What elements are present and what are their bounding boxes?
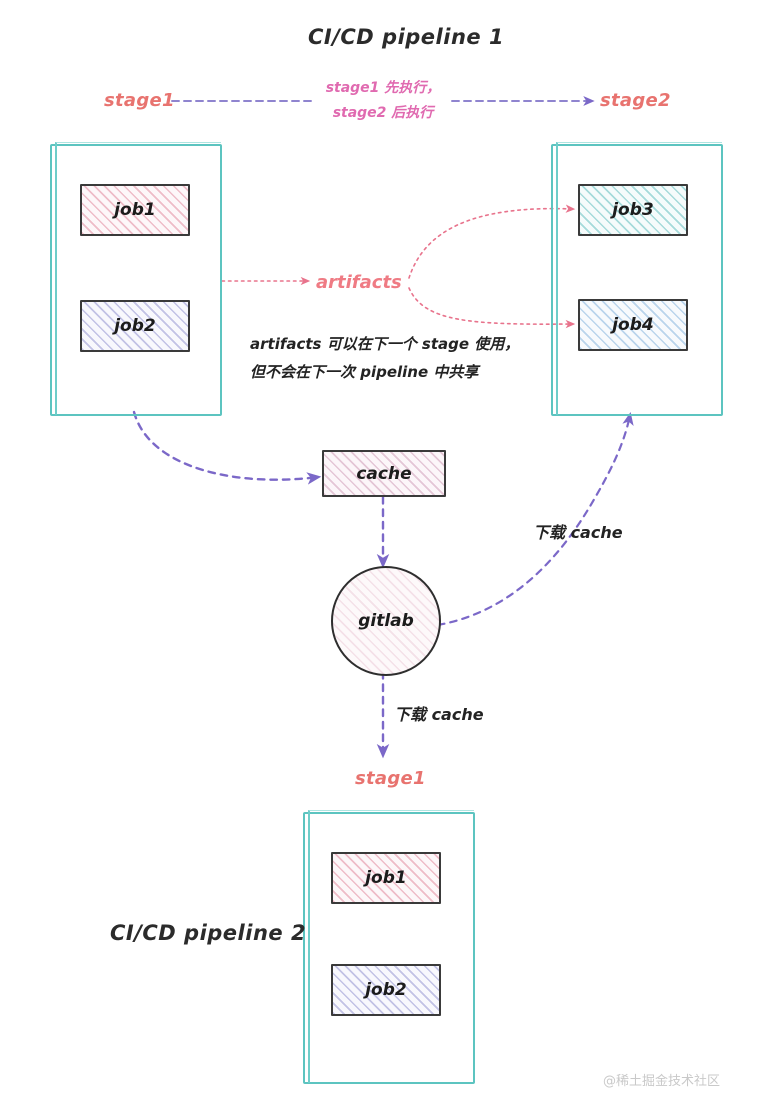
stage1-label-bottom: stage1 — [355, 768, 426, 789]
job-label: job1 — [114, 200, 156, 220]
cache-label: cache — [356, 463, 412, 484]
download-cache-label-pipeline2: 下载 cache — [394, 705, 484, 724]
download-cache-label-stage2: 下载 cache — [533, 523, 623, 542]
job-label: job2 — [365, 980, 407, 1000]
stage-order-note-line2: stage2 后执行 — [332, 104, 434, 121]
stage-order-note: stage1 先执行， stage2 后执行 — [318, 76, 448, 125]
pipeline2-stage1-job-1[interactable]: job2 — [331, 964, 441, 1016]
stage1-label-top: stage1 — [104, 90, 175, 111]
page-title-pipeline-1: CI/CD pipeline 1 — [308, 25, 505, 49]
pipeline1-stage2-job-0[interactable]: job3 — [578, 184, 688, 236]
job-label: job1 — [365, 868, 407, 888]
stage-order-note-line1: stage1 先执行， — [325, 80, 441, 96]
pipeline2-stage1-job-0[interactable]: job1 — [331, 852, 441, 904]
pipeline1-stage1-job-0[interactable]: job1 — [80, 184, 190, 236]
job-label: job3 — [612, 200, 654, 220]
artifacts-to-job3-line — [408, 204, 576, 279]
gitlab-to-stage2-line — [436, 411, 634, 627]
watermark: @稀土掘金技术社区 — [603, 1074, 721, 1089]
pipeline1-stage1-job-1[interactable]: job2 — [80, 300, 190, 352]
cache-node[interactable]: cache — [322, 450, 446, 497]
stage1-to-cache-line — [132, 410, 322, 485]
job-label: job4 — [612, 315, 654, 335]
gitlab-label: gitlab — [358, 611, 414, 631]
job-label: job2 — [114, 316, 156, 336]
artifacts-label: artifacts — [316, 272, 402, 293]
artifacts-note: artifacts 可以在下一个 stage 使用， 但不会在下一次 pipel… — [250, 331, 550, 387]
gitlab-node[interactable]: gitlab — [331, 566, 441, 676]
page-title-pipeline-2: CI/CD pipeline 2 — [110, 921, 307, 945]
artifacts-note-line1: artifacts 可以在下一个 stage 使用， — [250, 335, 520, 353]
stage2-label-top: stage2 — [600, 90, 671, 111]
pipeline1-stage2-job-1[interactable]: job4 — [578, 299, 688, 351]
artifacts-note-line2: 但不会在下一次 pipeline 中共享 — [250, 362, 479, 381]
artifacts-to-job4-line — [408, 287, 576, 329]
